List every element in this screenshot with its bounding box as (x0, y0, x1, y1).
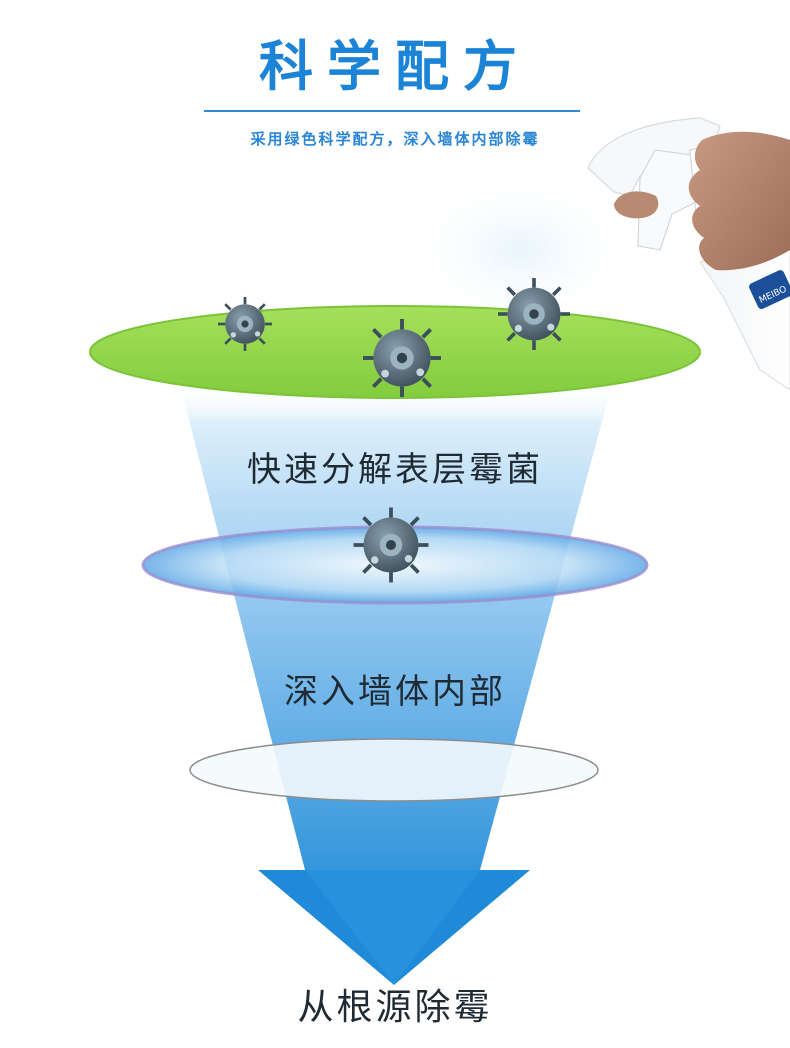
root-layer (190, 739, 598, 801)
spray-mist (400, 170, 640, 330)
mold-spore-icon (353, 507, 429, 583)
page-subtitle: 采用绿色科学配方，深入墙体内部除霉 (250, 130, 540, 148)
hand-icon (614, 131, 790, 271)
mold-spore-icon (363, 319, 441, 397)
mold-spore-icon (497, 277, 571, 351)
layer-label-wall: 深入墙体内部 (284, 672, 506, 712)
mold-spore-icon (217, 296, 273, 352)
page-title: 科学配方 (259, 35, 531, 98)
layer-label-surface: 快速分解表层霉菌 (247, 450, 543, 490)
title-divider (204, 110, 580, 112)
layer-label-root: 从根源除霉 (297, 987, 493, 1028)
